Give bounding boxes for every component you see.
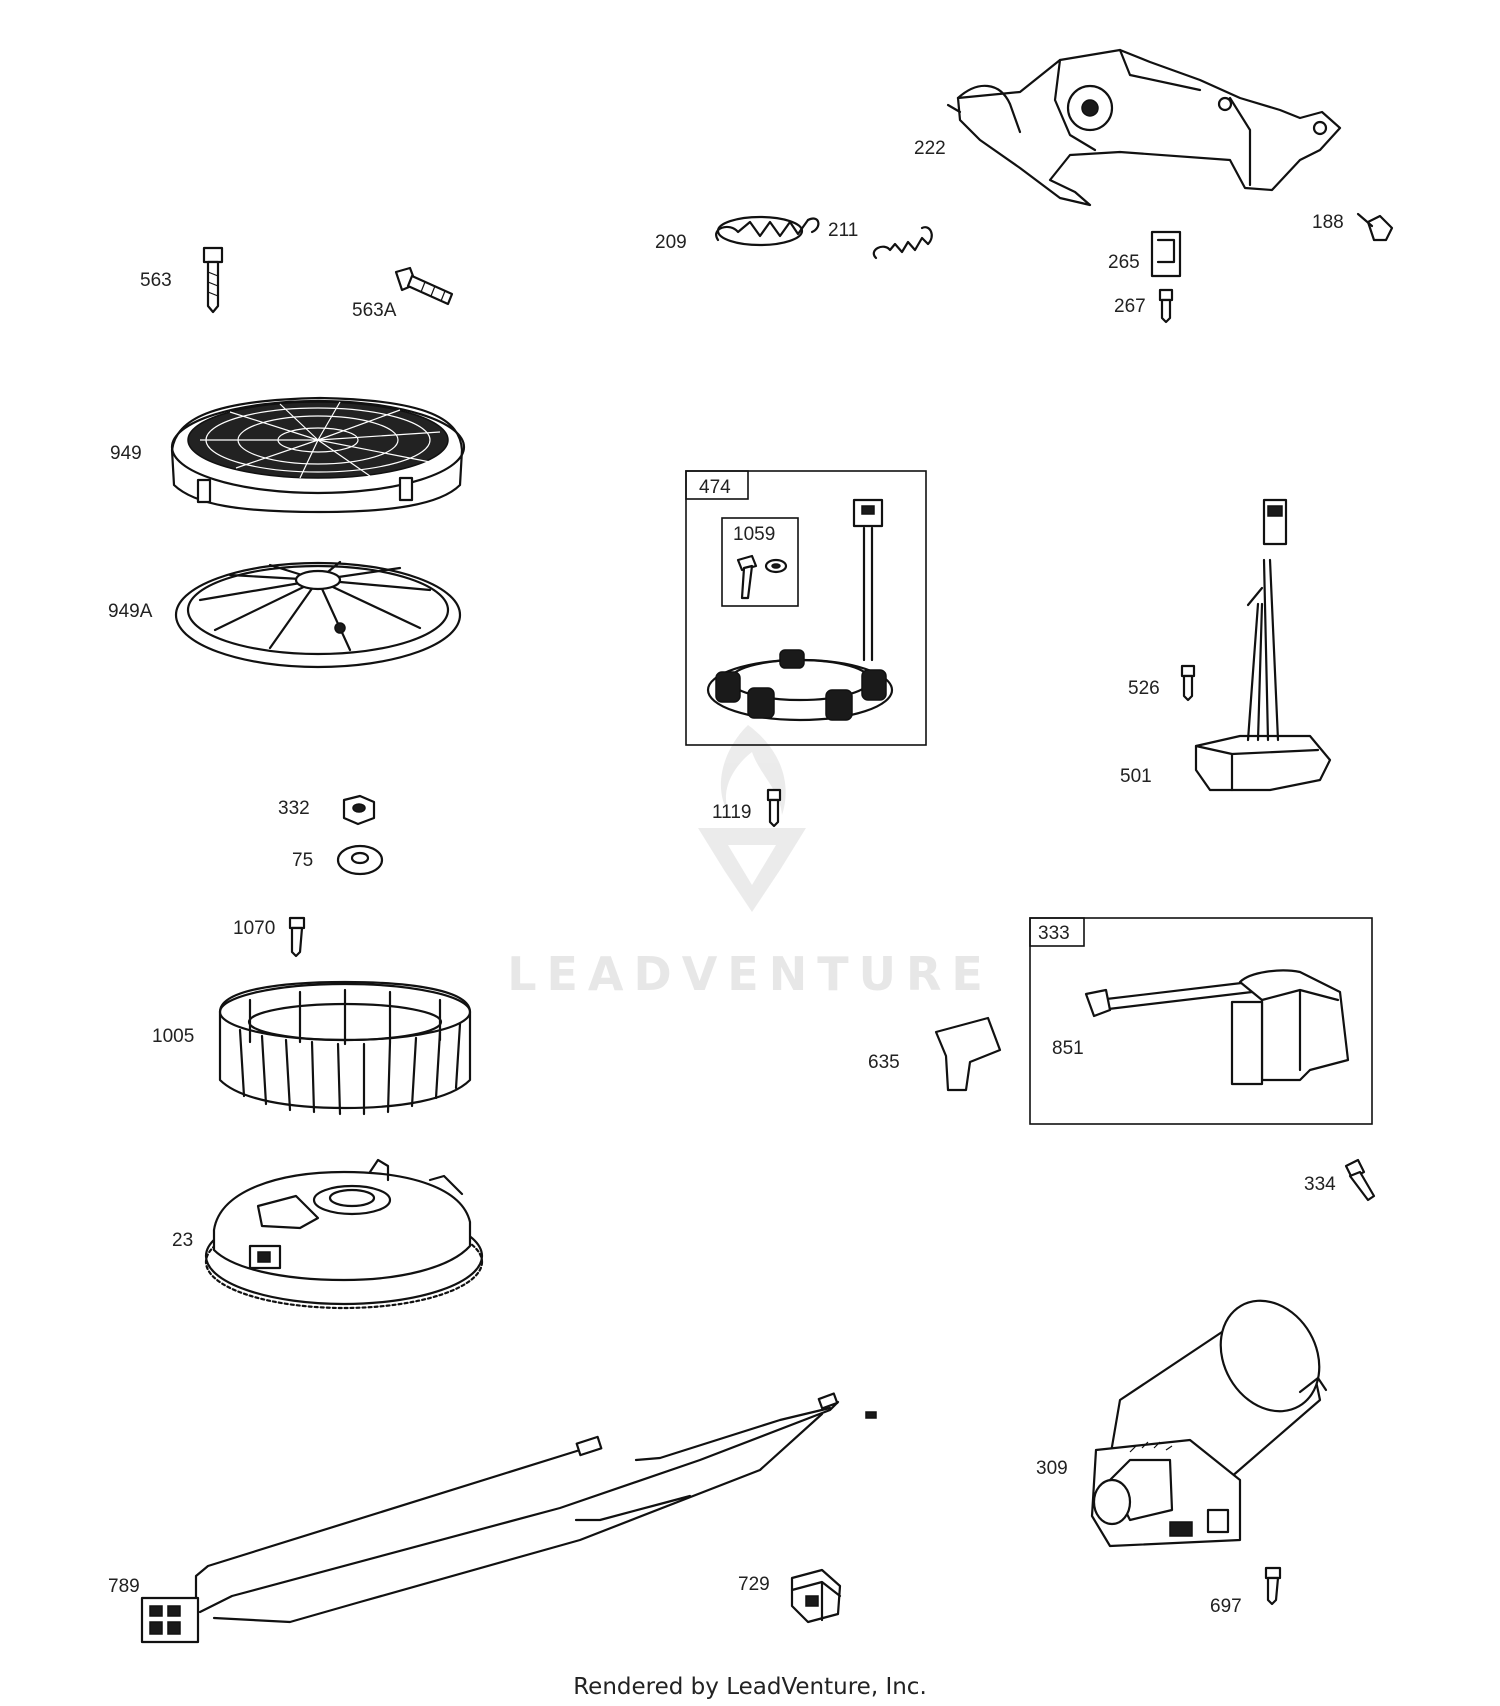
callout-949: 949 xyxy=(110,443,142,464)
part-211-spring[interactable]: 211 xyxy=(828,220,933,260)
part-1070-screw[interactable]: 1070 xyxy=(233,916,306,958)
part-23-flywheel[interactable]: 23 xyxy=(172,1158,484,1310)
part-267-screw[interactable]: 267 xyxy=(1114,288,1174,324)
callout-526: 526 xyxy=(1128,678,1160,699)
callout-267: 267 xyxy=(1114,296,1146,317)
callout-635: 635 xyxy=(868,1052,900,1073)
part-333-ignition-armature[interactable]: 333 851 xyxy=(1029,917,1373,1125)
footer-credit: Rendered by LeadVenture, Inc. xyxy=(573,1674,927,1700)
callout-949A: 949A xyxy=(108,601,153,622)
part-75-washer[interactable]: 75 xyxy=(292,844,384,876)
part-563-bolt[interactable]: 563 xyxy=(140,246,224,314)
callout-211: 211 xyxy=(828,220,858,241)
part-222-control-bracket[interactable]: 222 xyxy=(914,48,1342,207)
callout-309: 309 xyxy=(1036,1458,1068,1479)
part-334-screw[interactable]: 334 xyxy=(1304,1158,1376,1202)
part-789-wiring-harness[interactable]: 789 xyxy=(108,1392,877,1644)
callout-851: 851 xyxy=(1052,1038,1084,1059)
callout-334: 334 xyxy=(1304,1174,1336,1195)
callout-209: 209 xyxy=(655,232,687,253)
callout-333: 333 xyxy=(1038,923,1070,944)
part-1005-flywheel-fan[interactable]: 1005 xyxy=(152,980,472,1116)
part-729-connector[interactable]: 729 xyxy=(738,1568,842,1624)
part-526-screw[interactable]: 526 xyxy=(1128,664,1196,702)
part-332-nut[interactable]: 332 xyxy=(278,794,376,826)
callout-789: 789 xyxy=(108,1576,140,1597)
part-265-clip[interactable]: 265 xyxy=(1108,230,1182,278)
part-1059-screw-kit[interactable]: 1059 xyxy=(721,517,799,607)
part-697-screw[interactable]: 697 xyxy=(1210,1566,1282,1617)
callout-1070: 1070 xyxy=(233,918,275,939)
callout-474: 474 xyxy=(699,477,731,498)
callout-23: 23 xyxy=(172,1230,193,1251)
watermark: LEADVENTURE xyxy=(507,725,993,1001)
leadventure-flame-logo xyxy=(698,725,806,912)
part-563A-bolt[interactable]: 563A xyxy=(352,266,454,321)
part-501-regulator[interactable]: 501 xyxy=(1120,498,1332,792)
callout-188: 188 xyxy=(1312,212,1344,233)
callout-563A: 563A xyxy=(352,300,397,321)
callout-1059: 1059 xyxy=(733,524,775,545)
part-209-spring[interactable]: 209 xyxy=(655,215,820,253)
callout-1119: 1119 xyxy=(712,802,751,823)
callout-222: 222 xyxy=(914,138,946,159)
part-949A-fan[interactable]: 949A xyxy=(108,560,462,669)
part-188-bolt[interactable]: 188 xyxy=(1312,212,1394,242)
callout-563: 563 xyxy=(140,270,172,291)
callout-697: 697 xyxy=(1210,1596,1242,1617)
callout-501: 501 xyxy=(1120,766,1152,787)
stator-coils xyxy=(715,649,887,721)
part-309-starter-motor[interactable]: 309 xyxy=(1036,1283,1339,1548)
part-474-stator-kit[interactable]: 474 xyxy=(685,470,927,746)
callout-729: 729 xyxy=(738,1574,770,1595)
callout-75: 75 xyxy=(292,850,313,871)
watermark-text: LEADVENTURE xyxy=(507,947,993,1001)
callout-1005: 1005 xyxy=(152,1026,194,1047)
part-949-rotating-screen[interactable]: 949 xyxy=(110,396,466,514)
callout-265: 265 xyxy=(1108,252,1140,273)
part-1119-screw[interactable]: 1119 xyxy=(712,788,782,828)
callout-332: 332 xyxy=(278,798,310,819)
part-635-spark-plug-boot[interactable]: 635 xyxy=(868,1016,1002,1092)
